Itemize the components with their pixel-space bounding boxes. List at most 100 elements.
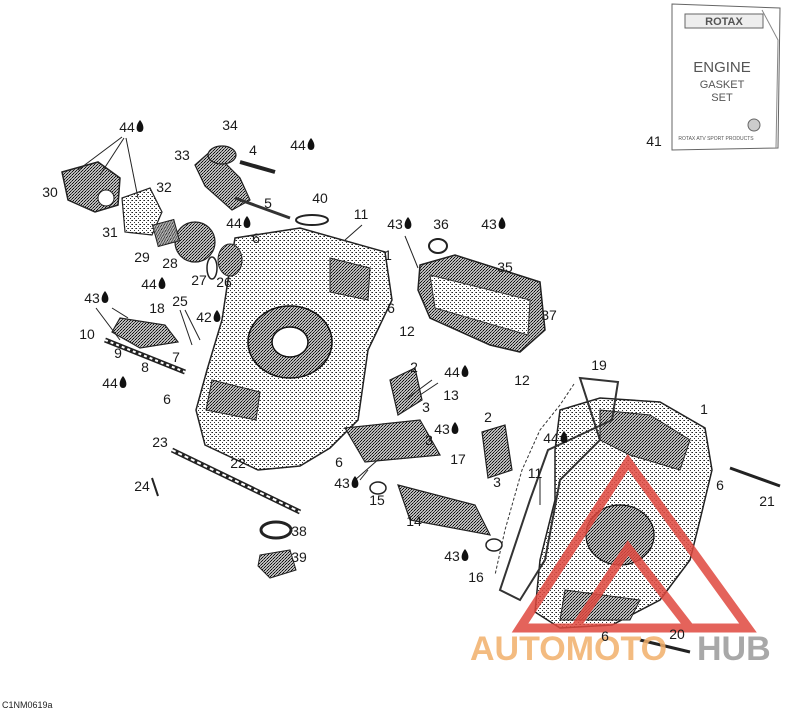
callout-44: 44 [141, 276, 157, 292]
bearing-2-upper [389, 367, 423, 416]
gear-assembly-30 [61, 161, 121, 213]
callout-6: 6 [716, 477, 724, 493]
callout-29: 29 [134, 249, 150, 265]
kit-footer: ROTAX ATV SPORT PRODUCTS [678, 136, 754, 142]
gear-29 [151, 218, 181, 248]
cap-39 [257, 549, 297, 579]
crankcase-cover-35 [417, 254, 546, 353]
ring-27 [206, 256, 218, 280]
callout-35: 35 [497, 259, 513, 275]
seal-40 [295, 214, 329, 226]
shaft-14 [397, 484, 492, 536]
gasket-kit-box: ROTAX ENGINE GASKET SET ROTAX ATV SPORT … [671, 3, 781, 151]
callout-33: 33 [174, 147, 190, 163]
oil-drop-icon [404, 217, 412, 229]
callout-18: 18 [149, 300, 165, 316]
oil-drop-icon [158, 277, 166, 289]
callout-40: 40 [312, 190, 328, 206]
leader-lines [77, 136, 541, 505]
callout-7: 7 [172, 349, 180, 365]
diagram-code: C1NM0619a [2, 700, 53, 710]
shaft-21 [729, 466, 781, 488]
callout-44: 44 [543, 430, 559, 446]
callout-21: 21 [759, 493, 775, 509]
callout-38: 38 [291, 523, 307, 539]
oil-drop-icon [213, 310, 221, 322]
screw-20 [639, 638, 691, 654]
callout-27: 27 [191, 272, 207, 288]
crankcase-gasket-19 [494, 376, 620, 602]
crankcase-right-half [534, 397, 713, 629]
callout-6: 6 [163, 391, 171, 407]
watermark: AUTOMOTO HUB [470, 454, 771, 668]
callout-43: 43 [334, 475, 350, 491]
callout-5: 5 [264, 195, 272, 211]
gear-26 [217, 243, 243, 277]
oring-36 [428, 238, 448, 254]
callout-30: 30 [42, 184, 58, 200]
callout-25: 25 [172, 293, 188, 309]
callout-44: 44 [290, 137, 306, 153]
callout-6: 6 [601, 628, 609, 644]
callout-8: 8 [141, 359, 149, 375]
callout-1: 1 [700, 401, 708, 417]
callout-6: 6 [387, 300, 395, 316]
callout-34: 34 [222, 117, 238, 133]
callout-20: 20 [669, 626, 685, 642]
callout-42: 42 [196, 309, 212, 325]
callout-17: 17 [450, 451, 466, 467]
callout-19: 19 [591, 357, 607, 373]
callout-14: 14 [406, 513, 422, 529]
callout-11: 11 [354, 206, 369, 222]
callout-10: 10 [79, 326, 95, 342]
shaft-13 [344, 419, 441, 463]
oring-16 [485, 538, 503, 552]
oil-drop-icon [498, 217, 506, 229]
callout-44: 44 [226, 215, 242, 231]
oring-15 [369, 481, 387, 495]
oil-drop-icon [461, 549, 469, 561]
callout-13: 13 [443, 387, 459, 403]
watermark-text-2: HUB [697, 630, 771, 668]
callout-16: 16 [468, 569, 484, 585]
callout-6: 6 [252, 230, 260, 246]
kit-logo-icon [747, 118, 761, 132]
callout-26: 26 [216, 274, 232, 290]
bearing-2-lower [481, 424, 513, 479]
callout-43: 43 [444, 548, 460, 564]
callout-31: 31 [102, 224, 118, 240]
kit-line-1: ENGINE [693, 59, 751, 76]
callout-3: 3 [493, 474, 501, 490]
callout-3: 3 [425, 432, 433, 448]
callout-23: 23 [152, 434, 168, 450]
callout-12: 12 [399, 323, 415, 339]
callout-12: 12 [514, 372, 530, 388]
oil-drop-icon [307, 138, 315, 150]
callout-4: 4 [249, 142, 257, 158]
screw-24 [151, 477, 159, 497]
callout-41: 41 [646, 133, 662, 149]
gear-28 [174, 221, 216, 263]
callout-44: 44 [102, 375, 118, 391]
oil-drop-icon [101, 291, 109, 303]
callout-2: 2 [410, 359, 418, 375]
oil-drop-icon [351, 476, 359, 488]
gear-shaft-33 [194, 145, 251, 211]
shaft-4 [239, 160, 276, 174]
kit-line-3: SET [711, 92, 733, 104]
shaft-5 [234, 196, 291, 220]
crankcase-left-half [195, 227, 393, 471]
oil-drop-icon [461, 365, 469, 377]
callout-2: 2 [484, 409, 492, 425]
callout-22: 22 [230, 455, 246, 471]
seal-38 [259, 520, 293, 540]
callout-44: 44 [444, 364, 460, 380]
callout-43: 43 [434, 421, 450, 437]
callout-28: 28 [162, 255, 178, 271]
cover-31 [121, 187, 163, 236]
oil-drop-icon [119, 376, 127, 388]
callout-1: 1 [384, 247, 392, 263]
